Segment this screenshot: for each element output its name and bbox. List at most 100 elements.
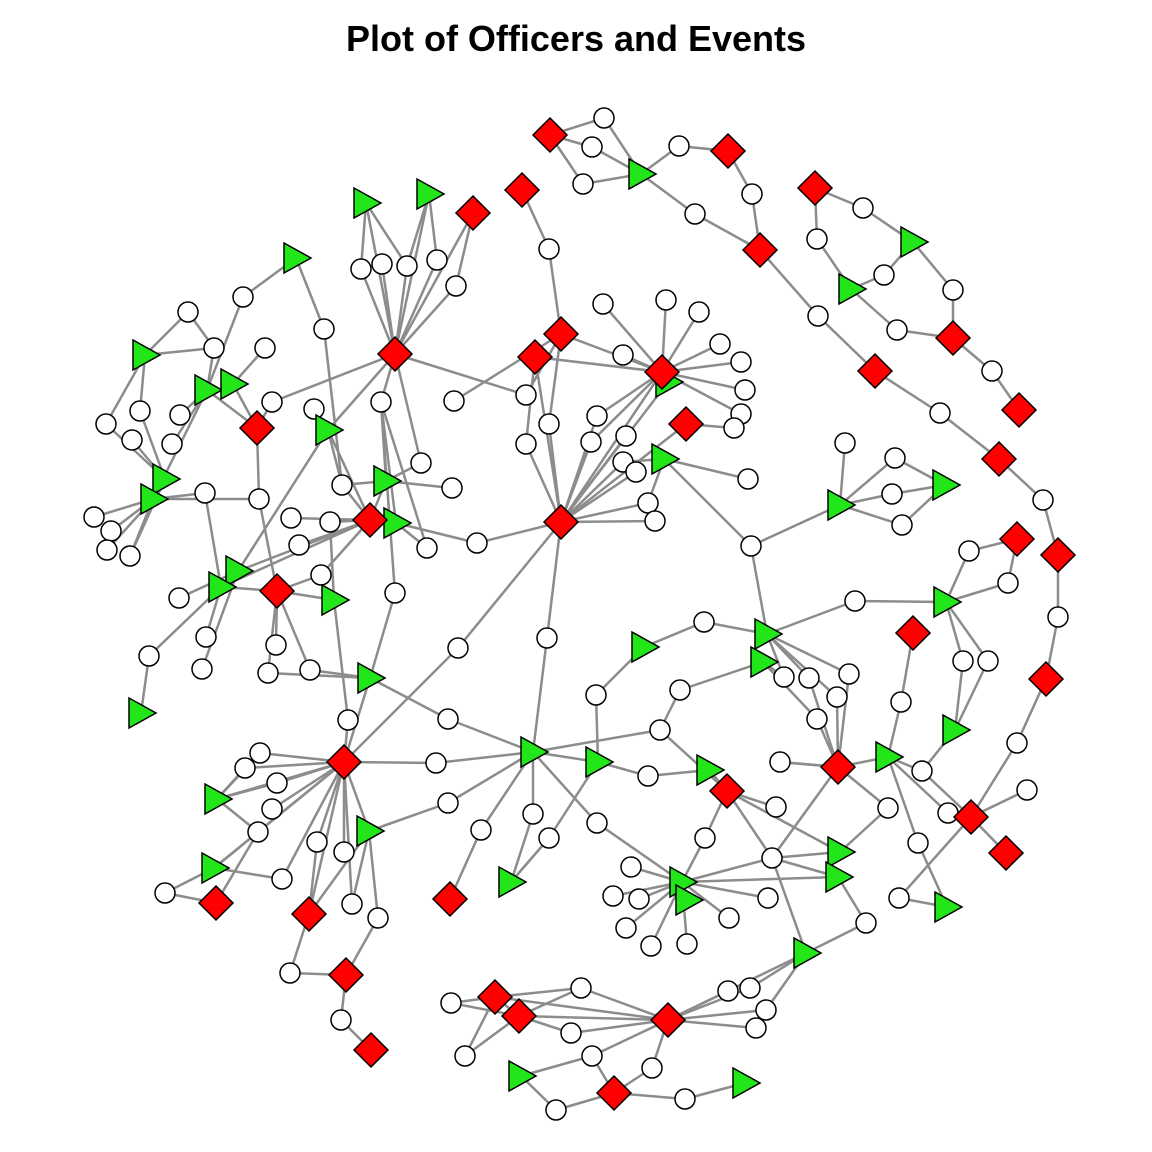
triangle-node <box>356 814 386 848</box>
circle-node <box>740 535 762 557</box>
circle-node <box>977 650 999 672</box>
edge <box>257 498 279 592</box>
circle-node <box>195 626 217 648</box>
circle-node <box>873 264 895 286</box>
circle-node <box>319 511 341 533</box>
edge <box>214 831 260 904</box>
circle-node <box>718 907 740 929</box>
diamond-node <box>531 116 569 154</box>
circle-node <box>96 539 118 561</box>
circle-node <box>538 238 560 260</box>
edge <box>580 986 669 1022</box>
circle-node <box>470 819 492 841</box>
circle-node <box>522 803 544 825</box>
triangle-node <box>315 413 345 447</box>
circle-node <box>757 887 779 909</box>
edge <box>368 801 449 833</box>
diamond-node <box>987 834 1025 872</box>
circle-node <box>838 663 860 685</box>
circle-node <box>303 398 325 420</box>
triangle-node <box>204 782 234 816</box>
edge <box>532 751 598 824</box>
circle-node <box>560 1022 582 1044</box>
circle-node <box>280 507 302 529</box>
triangle-node <box>750 645 780 679</box>
triangle-node <box>152 462 182 496</box>
edge <box>839 457 896 506</box>
circle-node <box>341 893 363 915</box>
circle-node <box>640 935 662 957</box>
edge <box>817 315 876 372</box>
circle-node <box>313 318 335 340</box>
triangle-node <box>754 617 784 651</box>
triangle-node <box>373 464 403 498</box>
circle-node <box>585 684 607 706</box>
edge <box>394 352 527 397</box>
triangle-node <box>321 583 351 617</box>
circle-node <box>586 812 608 834</box>
diamond-node <box>476 978 514 1016</box>
diamond-node <box>500 997 538 1035</box>
circle-node <box>649 719 671 741</box>
circle-node <box>586 405 608 427</box>
edge <box>271 352 396 404</box>
circle-node <box>628 888 650 910</box>
circle-node <box>937 802 959 824</box>
edge <box>663 458 752 547</box>
edge <box>854 599 947 604</box>
circle-node <box>734 379 756 401</box>
circle-node <box>844 590 866 612</box>
edge <box>559 441 593 523</box>
edge <box>750 503 841 548</box>
circle-node <box>154 882 176 904</box>
circle-node <box>248 488 270 510</box>
circle-node <box>612 344 634 366</box>
edge <box>367 830 380 919</box>
circle-node <box>806 228 828 250</box>
circle-node <box>572 173 594 195</box>
circle-node <box>257 662 279 684</box>
edge <box>659 729 728 792</box>
triangle-node <box>827 488 857 522</box>
edge <box>393 212 475 355</box>
circle-node <box>669 679 691 701</box>
edge <box>393 353 423 464</box>
edge <box>294 257 326 330</box>
edge <box>509 813 535 883</box>
circle-node <box>693 611 715 633</box>
diamond-node <box>708 772 746 810</box>
circle-node <box>425 752 447 774</box>
circle-node <box>367 907 389 929</box>
triangle-node <box>140 482 170 516</box>
edge <box>275 590 312 671</box>
edge <box>368 592 397 679</box>
circle-node <box>288 534 310 556</box>
edge <box>726 789 841 854</box>
edge <box>679 660 764 692</box>
diamond-node <box>290 895 328 933</box>
circle-node <box>886 319 908 341</box>
edge <box>591 1018 669 1058</box>
edge <box>887 756 949 814</box>
circle-node <box>441 477 463 499</box>
triangle-node <box>793 936 823 970</box>
edge <box>590 371 663 443</box>
circle-node <box>191 658 213 680</box>
edge-layer <box>93 116 1060 1112</box>
edge <box>359 268 397 355</box>
circle-node <box>234 757 256 779</box>
circle-node <box>737 468 759 490</box>
edge <box>524 443 563 523</box>
triangle-node <box>942 713 972 747</box>
edge <box>350 830 371 905</box>
edge <box>596 821 683 884</box>
triangle-node <box>933 585 963 619</box>
circle-node <box>674 1088 696 1110</box>
edge <box>435 750 534 765</box>
circle-node <box>310 564 332 586</box>
edge <box>379 401 429 549</box>
diamond-node <box>819 748 857 786</box>
circle-node <box>119 545 141 567</box>
circle-node <box>331 474 353 496</box>
circle-node <box>570 977 592 999</box>
